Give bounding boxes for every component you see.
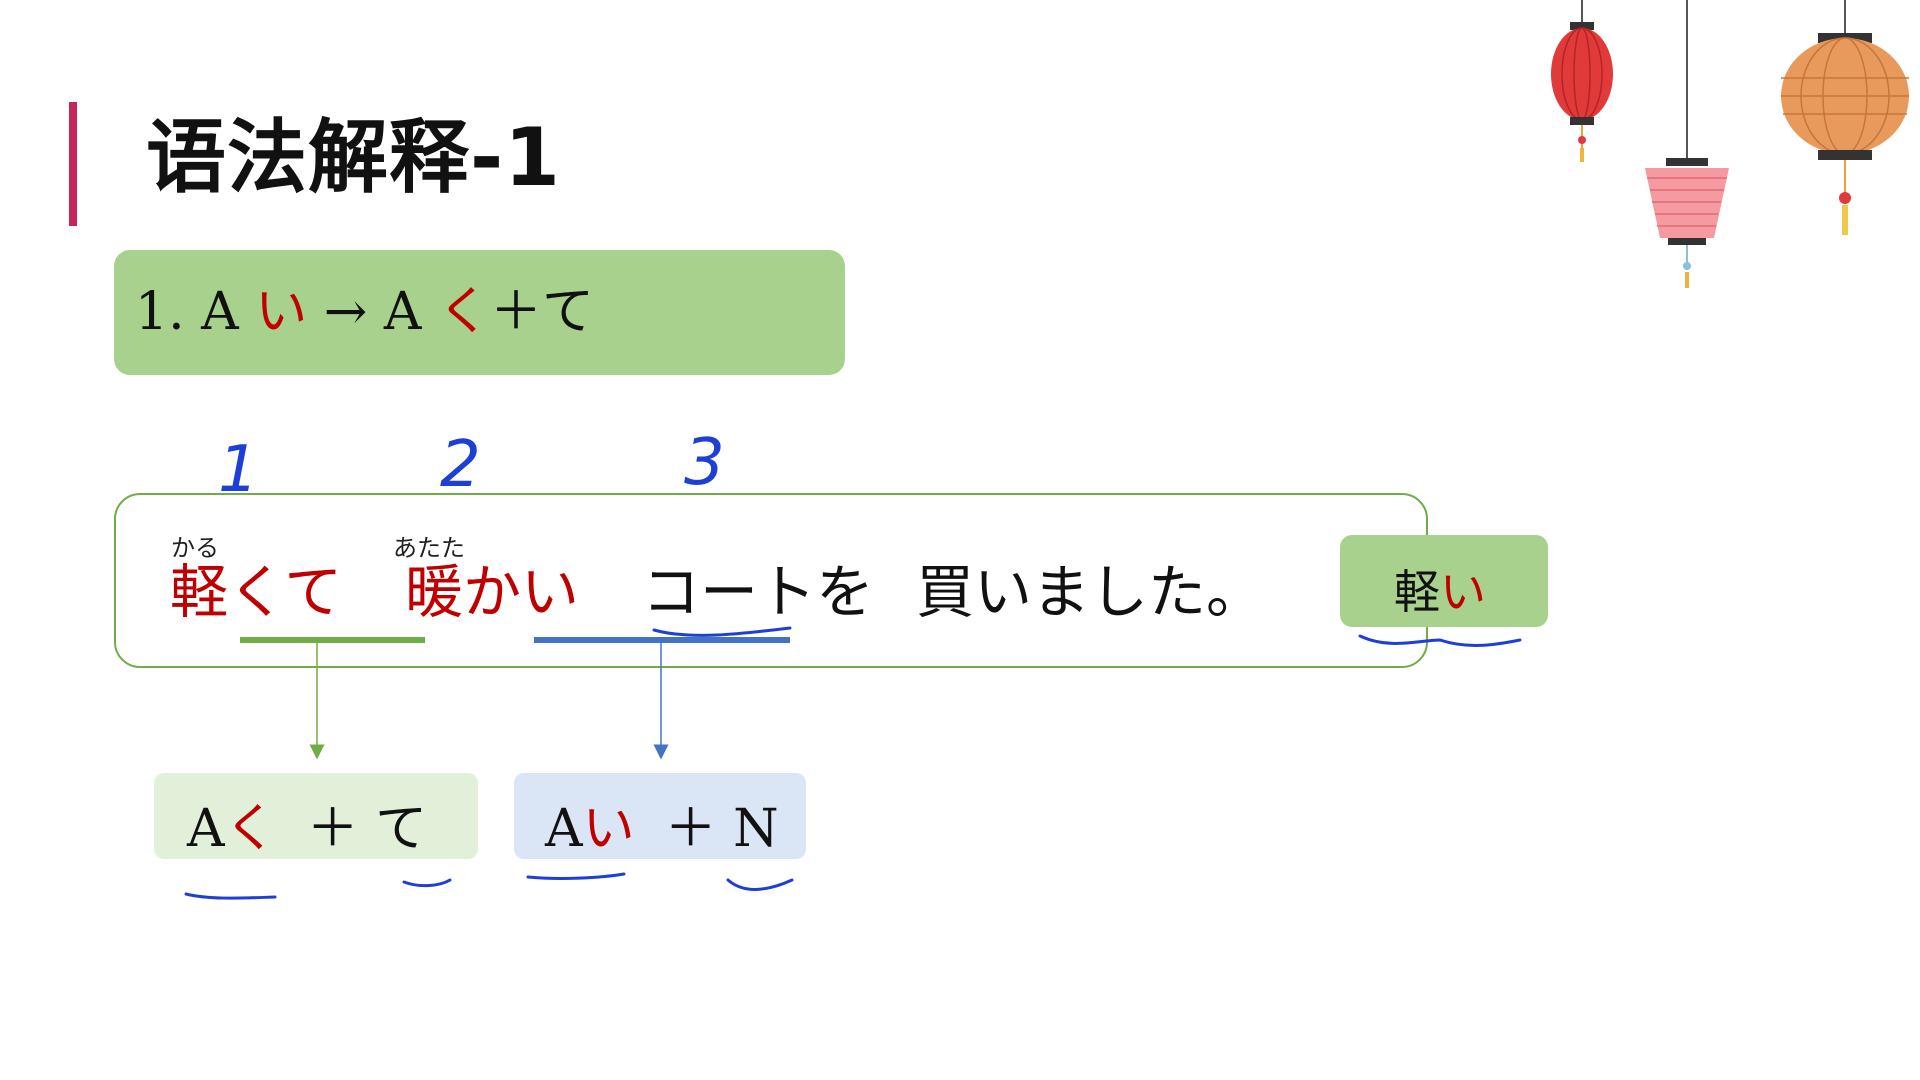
- handwritten-underlines: [186, 628, 1520, 898]
